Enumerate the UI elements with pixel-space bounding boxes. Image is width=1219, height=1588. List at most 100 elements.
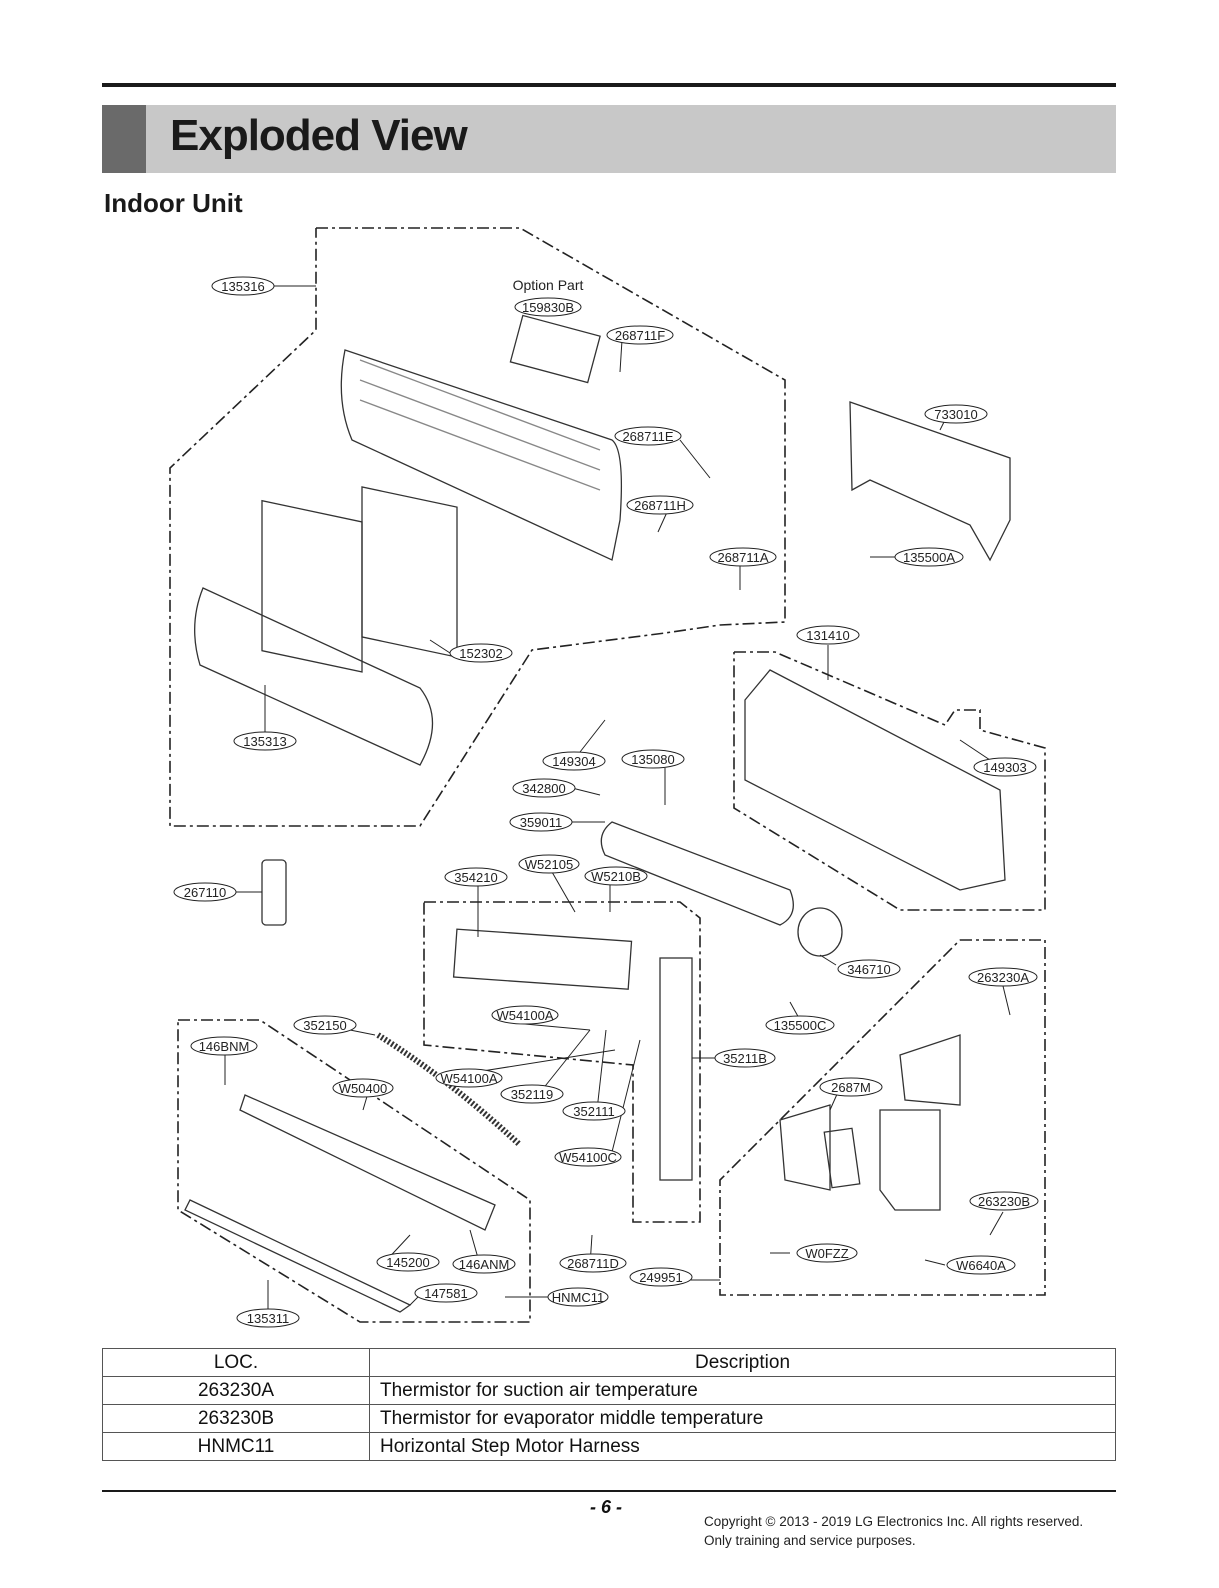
callout-268711A — [709, 547, 777, 567]
label-135313: 135313 — [243, 734, 286, 749]
callout-268711D — [559, 1253, 627, 1273]
front-group-outline — [169, 227, 786, 827]
table-header-row: LOC. Description — [102, 1348, 1116, 1377]
callout-HNMC11 — [547, 1287, 609, 1307]
label-149304: 149304 — [552, 754, 595, 769]
cell-description: Thermistor for evaporator middle tempera… — [369, 1404, 1116, 1433]
label-346710: 346710 — [847, 962, 890, 977]
callout-249951 — [629, 1267, 693, 1287]
remote-controller — [261, 859, 287, 926]
callout-131410 — [796, 625, 860, 645]
label-352111: 352111 — [573, 1104, 614, 1119]
callout-352119 — [500, 1084, 564, 1104]
callout-159830B — [514, 297, 582, 317]
label-135500A: 135500A — [903, 550, 955, 565]
label-145200: 145200 — [386, 1255, 429, 1270]
callout-152302 — [449, 643, 513, 663]
label-352119: 352119 — [511, 1087, 553, 1102]
label-268711H: 268711H — [634, 498, 686, 513]
label-249951: 249951 — [639, 1270, 682, 1285]
callout-135316 — [211, 276, 275, 296]
label-733010: 733010 — [934, 407, 977, 422]
label-W6640A: W6640A — [956, 1258, 1006, 1273]
label-149303: 149303 — [983, 760, 1026, 775]
callout-135311 — [236, 1308, 300, 1328]
label-268711D: 268711D — [567, 1256, 619, 1271]
callout-268711H — [626, 495, 694, 515]
option-part-label: Option Part — [513, 277, 584, 293]
label-268711E: 268711E — [622, 429, 673, 444]
callout-W54100C — [554, 1147, 622, 1167]
location-table: LOC. Description 263230A Thermistor for … — [102, 1348, 1116, 1461]
page-number: - 6 - — [590, 1497, 623, 1517]
air-filter-right — [361, 486, 458, 658]
bottom-rule — [102, 1490, 1116, 1492]
installation-plate — [849, 401, 1011, 562]
label-135500C: 135500C — [774, 1018, 827, 1033]
terminal-cover — [779, 1104, 831, 1191]
label-263230A: 263230A — [977, 970, 1029, 985]
label-352150: 352150 — [303, 1018, 346, 1033]
callout-354210 — [444, 867, 508, 887]
callout-W50400 — [332, 1078, 394, 1098]
vane-group-outline — [177, 1019, 531, 1323]
exploded-view-diagram: Option Part 135316 159830B 268711F 73301… — [169, 227, 1046, 1328]
label-135080: 135080 — [631, 752, 674, 767]
section-subtitle: Indoor Unit — [104, 188, 243, 218]
chassis-body — [744, 669, 1006, 891]
callout-346710 — [837, 959, 901, 979]
label-359011: 359011 — [520, 815, 562, 830]
evaporator-group-outline — [423, 901, 701, 1223]
callout-267110 — [173, 882, 237, 902]
control-box-group-outline — [719, 939, 1046, 1296]
front-panel-body — [340, 349, 623, 561]
table-row: 263230B Thermistor for evaporator middle… — [102, 1404, 1116, 1433]
air-filter-left — [261, 499, 363, 673]
callout-W52105 — [518, 854, 580, 874]
label-131410: 131410 — [806, 628, 849, 643]
label-147581: 147581 — [424, 1286, 467, 1301]
callout-145200 — [376, 1252, 440, 1272]
horizontal-vane — [184, 1199, 412, 1313]
label-146ANM: 146ANM — [459, 1257, 510, 1272]
pipe-insulation — [659, 957, 693, 1181]
label-135316: 135316 — [221, 279, 264, 294]
label-HNMC11: HNMC11 — [552, 1290, 605, 1305]
drain-hose — [376, 1032, 523, 1148]
table-row: HNMC11 Horizontal Step Motor Harness — [102, 1432, 1116, 1461]
callout-W0FZZ — [796, 1243, 858, 1263]
label-35211B: 35211B — [723, 1051, 767, 1066]
copyright-line-2: Only training and service purposes. — [704, 1533, 916, 1548]
label-2687M: 2687M — [831, 1080, 871, 1095]
control-box — [879, 1109, 941, 1211]
label-267110: 267110 — [184, 885, 226, 900]
label-146BNM: 146BNM — [199, 1039, 250, 1054]
callout-135313 — [233, 731, 297, 751]
callout-135500A — [894, 547, 964, 567]
drain-pan — [239, 1094, 496, 1231]
callout-146ANM — [452, 1254, 516, 1274]
cell-description: Thermistor for suction air temperature — [369, 1376, 1116, 1405]
callout-W6640A — [946, 1255, 1016, 1275]
label-W0FZZ: W0FZZ — [805, 1246, 848, 1261]
top-rule — [102, 83, 1116, 87]
control-box-cover — [899, 1034, 961, 1106]
label-263230B: 263230B — [978, 1194, 1030, 1209]
table-row: 263230A Thermistor for suction air tempe… — [102, 1376, 1116, 1405]
cell-loc: 263230B — [102, 1404, 370, 1433]
header-description: Description — [369, 1348, 1116, 1377]
callout-733010 — [924, 404, 988, 424]
display-pcb — [823, 1127, 861, 1189]
page-title: Exploded View — [170, 111, 468, 160]
label-W54100A-2: W54100A — [440, 1071, 497, 1086]
label-W52105: W52105 — [525, 857, 573, 872]
chassis-group-outline — [733, 651, 1046, 911]
cell-loc: 263230A — [102, 1376, 370, 1405]
callout-2687M — [819, 1077, 883, 1097]
cell-loc: HNMC11 — [102, 1432, 370, 1461]
label-W54100A-1: W54100A — [496, 1008, 553, 1023]
front-grille — [194, 587, 434, 766]
copyright-notice: Copyright © 2013 - 2019 LG Electronics I… — [704, 1512, 1083, 1550]
copyright-line-1: Copyright © 2013 - 2019 LG Electronics I… — [704, 1514, 1084, 1529]
cross-flow-fan — [600, 821, 794, 926]
